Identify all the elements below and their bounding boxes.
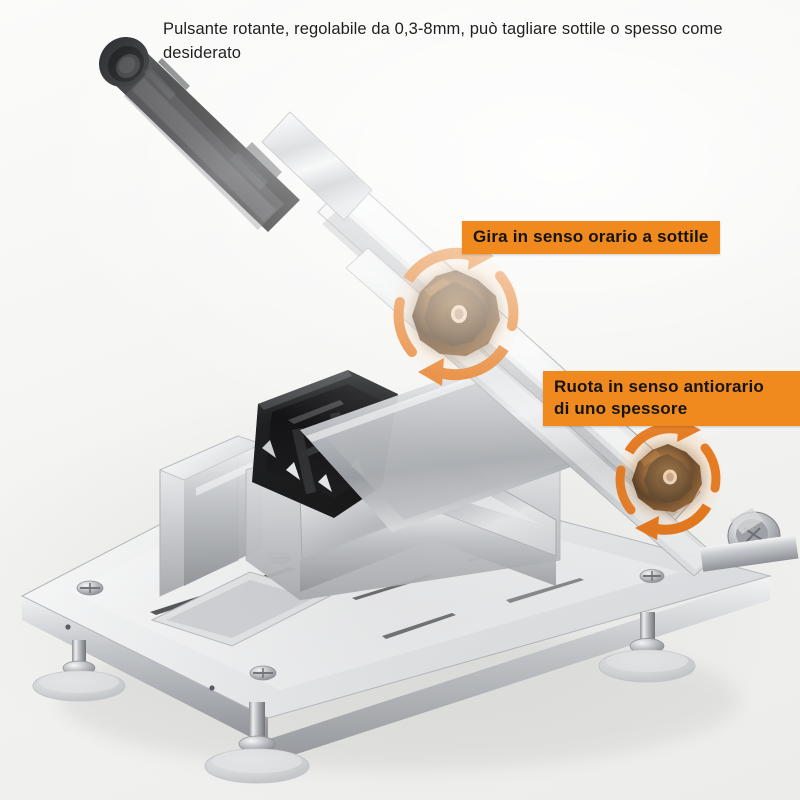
pivot-bolt bbox=[700, 508, 799, 572]
product-caption: Pulsante rotante, regolabile da 0,3-8mm,… bbox=[163, 20, 723, 62]
callout-label-thick: Ruota in senso antiorario di uno spessor… bbox=[543, 371, 800, 426]
callout-label-thin: Gira in senso orario a sottile bbox=[462, 221, 720, 254]
lower-adjustment-knob bbox=[630, 442, 706, 514]
upper-adjustment-knob bbox=[410, 270, 502, 358]
